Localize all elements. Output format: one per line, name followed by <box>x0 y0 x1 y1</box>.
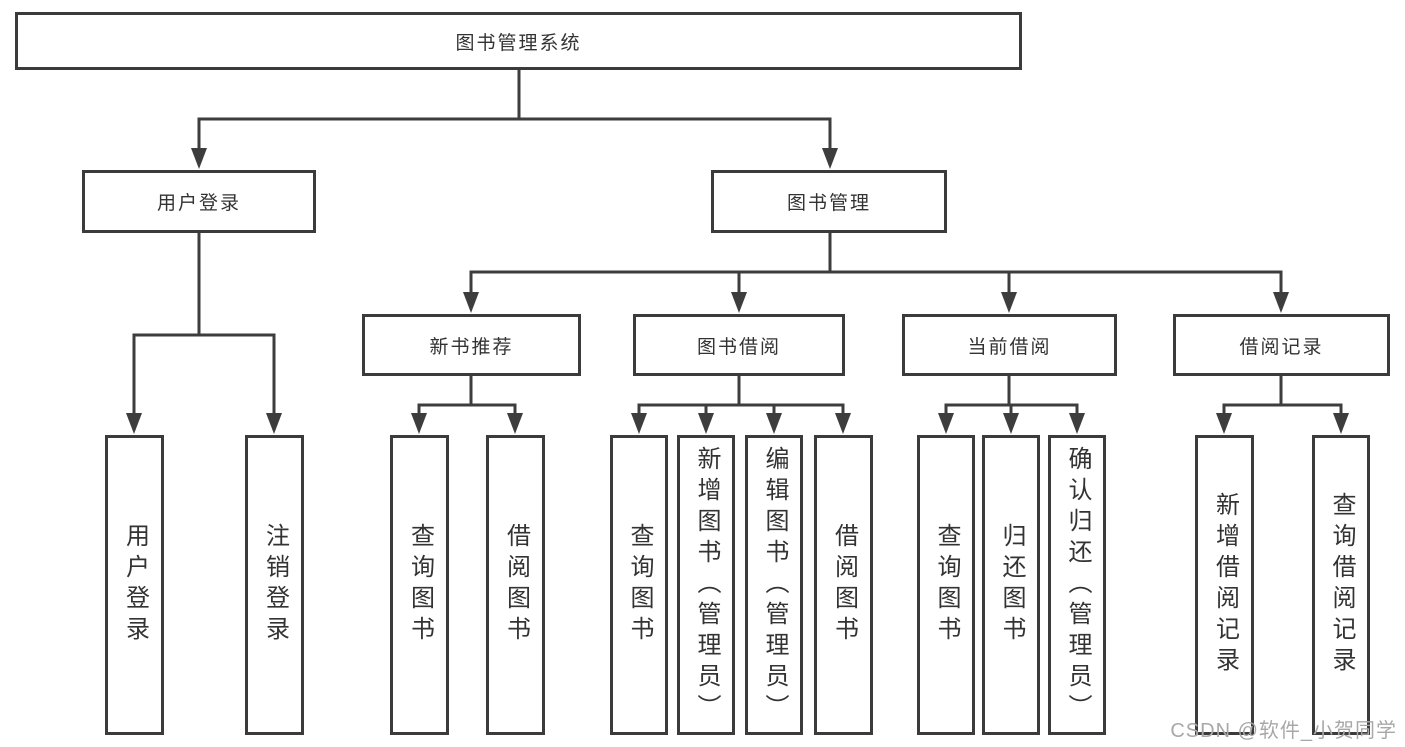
node-label: 借阅图书 <box>502 523 530 647</box>
arrowhead <box>1273 292 1289 313</box>
arrowhead <box>731 292 747 313</box>
node-label: 编辑图书（管理员） <box>761 445 788 725</box>
arrowhead <box>631 413 647 434</box>
node-label: 查询图书 <box>626 523 653 647</box>
node-leaf-logout: 注销登录 <box>245 435 304 735</box>
arrowhead <box>1069 413 1085 434</box>
node-leaf-borrow-books-1: 借阅图书 <box>486 435 545 735</box>
arrowhead <box>766 413 782 434</box>
node-label: 图书管理 <box>786 193 871 214</box>
arrowheads <box>126 148 1349 434</box>
node-label: 用户登录 <box>121 523 149 647</box>
node-label: 新增借阅记录 <box>1211 492 1239 678</box>
node-label: 归还图书 <box>998 523 1025 647</box>
node-label: 用户登录 <box>156 193 241 214</box>
connector-borrow-record-to-leaves <box>1222 376 1343 418</box>
connector-book-mgmt-to-level3 <box>469 233 1283 296</box>
node-borrow-records: 借阅记录 <box>1173 314 1390 376</box>
node-label: 当前借阅 <box>967 336 1052 358</box>
node-leaf-query-books-1: 查询图书 <box>390 435 449 735</box>
node-label: 查询图书 <box>933 523 960 647</box>
node-leaf-return-books: 归还图书 <box>982 435 1040 735</box>
node-label: 确认归还（管理员） <box>1064 445 1091 725</box>
connector-user-login-to-leaves <box>132 233 276 418</box>
connector-book-borrow-to-leaves <box>637 376 845 418</box>
arrowhead <box>938 413 954 434</box>
node-label: 新增图书（管理员） <box>693 445 720 725</box>
node-label: 图书管理系统 <box>455 32 582 54</box>
node-label: 查询图书 <box>406 523 434 647</box>
node-leaf-query-books-2: 查询图书 <box>610 435 668 735</box>
connector-new-book-rec-to-leaves <box>417 376 517 418</box>
arrowhead <box>463 292 479 313</box>
node-user-login: 用户登录 <box>82 170 316 233</box>
arrowhead <box>191 148 207 169</box>
node-new-book-recommend: 新书推荐 <box>362 314 581 376</box>
node-label: 借阅图书 <box>830 523 858 647</box>
node-leaf-user-login: 用户登录 <box>105 435 164 735</box>
arrowhead <box>822 148 838 169</box>
node-leaf-borrow-books-2: 借阅图书 <box>814 435 873 735</box>
arrowhead <box>266 413 282 434</box>
node-label: 查询借阅记录 <box>1328 492 1355 678</box>
node-leaf-add-borrow-record: 新增借阅记录 <box>1195 435 1254 735</box>
node-leaf-query-books-3: 查询图书 <box>917 435 975 735</box>
arrowhead <box>1333 413 1349 434</box>
arrowhead <box>835 413 851 434</box>
node-library-management-system: 图书管理系统 <box>15 12 1022 70</box>
connector-root-to-level2 <box>197 70 832 153</box>
arrowhead <box>1003 413 1019 434</box>
node-label: 图书借阅 <box>696 336 781 358</box>
node-label: 新书推荐 <box>429 336 514 358</box>
arrowhead <box>1216 413 1232 434</box>
node-book-management: 图书管理 <box>711 170 947 233</box>
node-leaf-add-books-admin: 新增图书（管理员） <box>677 435 735 735</box>
node-leaf-edit-books-admin: 编辑图书（管理员） <box>745 435 803 735</box>
node-leaf-query-borrow-record: 查询借阅记录 <box>1312 435 1370 735</box>
node-label: 借阅记录 <box>1239 336 1324 358</box>
watermark: CSDN @软件_小贺同学 <box>1170 720 1397 742</box>
arrowhead <box>507 413 523 434</box>
arrowhead <box>698 413 714 434</box>
arrowhead <box>1001 292 1017 313</box>
node-leaf-confirm-return-admin: 确认归还（管理员） <box>1048 435 1106 735</box>
arrowhead <box>126 413 142 434</box>
node-current-borrowing: 当前借阅 <box>902 314 1117 376</box>
node-book-borrowing: 图书借阅 <box>633 314 845 376</box>
arrowhead <box>411 413 427 434</box>
connector-current-borrow-to-leaves <box>944 376 1079 418</box>
node-label: 注销登录 <box>261 523 289 647</box>
